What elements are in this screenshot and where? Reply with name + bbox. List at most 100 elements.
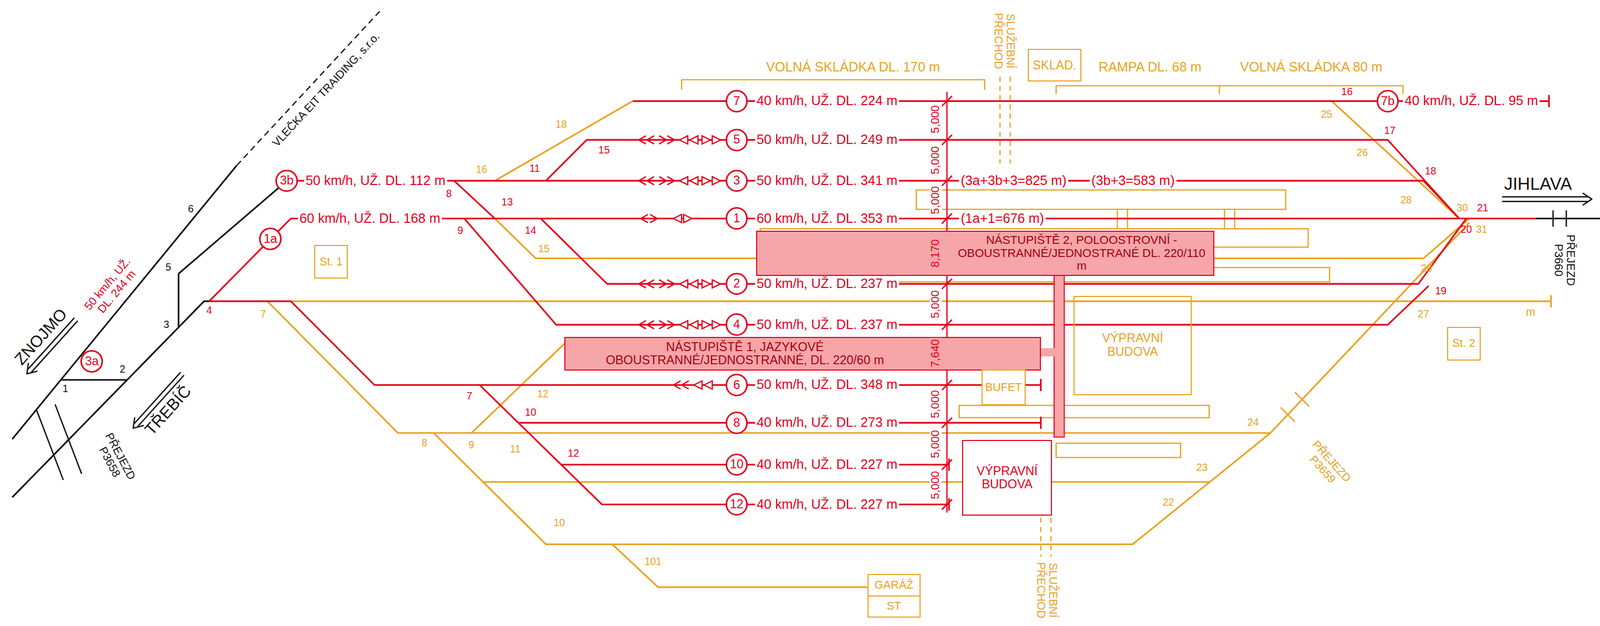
track-number-circle: 4 — [725, 313, 749, 336]
dimension: 5,000 — [929, 469, 942, 501]
switch-number: 24 — [1247, 417, 1259, 429]
box-text: VÝPRAVNÍ BUDOVA — [1078, 331, 1187, 359]
switch-number: 14 — [524, 224, 537, 236]
signal-chevron — [667, 176, 675, 185]
signal-chevron — [638, 135, 647, 144]
switch-number: 6 — [188, 203, 194, 215]
dimension: 5,000 — [929, 288, 942, 320]
track-line — [290, 300, 1551, 303]
switch-number: 19 — [1435, 285, 1447, 297]
track-number-circle: 7 — [725, 89, 749, 113]
switch-number: 18 — [555, 118, 567, 130]
switch-number: 16 — [476, 163, 488, 175]
switch-number: 8 — [446, 188, 452, 200]
signal-chevron — [667, 135, 675, 144]
track-label: 40 km/h, UŽ. DL. 95 m — [1402, 93, 1540, 109]
signal-triangle — [679, 135, 688, 144]
track-number: 1 — [733, 211, 741, 226]
switch-number: 10 — [524, 406, 537, 418]
buffer-stop — [1039, 416, 1042, 429]
track-line — [540, 218, 1467, 284]
signal-triangle — [702, 279, 711, 288]
signal-chevron — [649, 214, 658, 223]
track-line — [612, 544, 867, 588]
signal-chevron — [638, 320, 647, 329]
signal-chevron — [646, 135, 655, 144]
buffer-stop — [1039, 378, 1042, 391]
crossing-mark — [1565, 210, 1568, 227]
switch-number: 26 — [1356, 147, 1369, 159]
switch-number: 30 — [1456, 202, 1469, 214]
signal-chevron — [646, 320, 655, 329]
signal-chevron — [659, 320, 667, 329]
track-line — [482, 480, 1211, 483]
direction-arrowhead — [26, 363, 38, 375]
signal-chevron — [646, 279, 655, 288]
platform-outline — [958, 405, 1210, 418]
dimension-tick — [941, 417, 952, 428]
dimension-tick — [941, 278, 952, 289]
track-number: 4 — [733, 317, 741, 332]
signal-chevron — [641, 214, 649, 223]
platform-box: NÁSTUPIŠTĚ 2, POLOOSTROVNÍ - OBOUSTRANNÉ… — [756, 230, 1215, 276]
track-number: 7 — [733, 94, 741, 109]
switch-number: 12 — [568, 447, 580, 459]
signal-triangle — [694, 380, 703, 390]
track-label: (3a+3b+3=825 m) — [958, 173, 1068, 189]
track-line — [453, 180, 495, 219]
direction-label: TŘEBÍČ — [141, 382, 196, 439]
box-text: ST — [868, 595, 920, 617]
signal-triangle — [689, 279, 699, 288]
signal-chevron — [659, 135, 667, 144]
platform-walkway — [1038, 348, 1058, 357]
dimension: 5,000 — [929, 104, 942, 136]
switch-number: 11 — [510, 443, 521, 455]
track-label: 50 km/h, UŽ. DL. 237 m — [755, 317, 900, 333]
switch-number: 3 — [163, 318, 170, 330]
switch-number: 101 — [644, 555, 662, 567]
switch-number: 21 — [1477, 202, 1489, 214]
switch-number: 25 — [1320, 108, 1333, 120]
track-number-circle: 2 — [725, 272, 749, 296]
signal-chevron — [659, 176, 667, 185]
track-number: 2 — [733, 276, 741, 291]
signal-triangle — [673, 214, 683, 223]
crossing-label: PŘEJEZD P3660 — [1552, 229, 1577, 292]
track-label: 40 km/h, UŽ. DL. 273 m — [755, 415, 900, 430]
unit-label: m — [1525, 306, 1536, 319]
track-label: 50 km/h, UŽ. DL. 341 m — [755, 173, 900, 189]
signal-triangle — [679, 176, 688, 185]
box-text: SKLAD. — [1033, 58, 1077, 73]
track-line — [209, 218, 454, 302]
switch-number: 10 — [553, 517, 565, 529]
signal-chevron — [646, 176, 655, 185]
signal-triangle — [711, 279, 721, 288]
track-number: 10 — [729, 457, 744, 472]
signal-triangle — [689, 320, 699, 329]
walkway-label: SLUŽEBNÍ PŘECHOD — [1034, 554, 1060, 626]
siding-label: VLEČKA EIT TRAIDING, s.r.o. — [270, 30, 383, 150]
box-text: BUFET — [985, 381, 1023, 394]
track-label: 60 km/h, UŽ. DL. 168 m — [297, 211, 442, 226]
box-text: St. 2 — [1452, 337, 1476, 350]
switch-number: 13 — [501, 196, 513, 208]
crossing-mark — [1294, 391, 1309, 407]
track-number: 7b — [1380, 94, 1395, 109]
track-line — [453, 180, 1460, 219]
dimension-tick — [941, 175, 952, 186]
switch-number: 12 — [537, 388, 549, 400]
signal-triangle — [711, 135, 721, 144]
signal-chevron — [673, 380, 681, 390]
switch-number: 28 — [1400, 194, 1412, 206]
switch-number: 9 — [468, 439, 475, 451]
dimension-line — [946, 91, 948, 513]
box-text: St. 1 — [319, 255, 343, 268]
buffer-stop — [947, 458, 950, 471]
box-text: NÁSTUPIŠTĚ 1, JAZYKOVÉ OBOUSTRANNÉ/JEDNO… — [571, 340, 919, 368]
bracket-label: VOLNÁ SKLÁDKA DL. 170 m — [766, 59, 941, 75]
direction-label: ZNOJMO — [11, 305, 71, 369]
track-number-circle: 8 — [725, 411, 749, 435]
signal-chevron — [667, 279, 675, 288]
signal-triangle — [689, 176, 699, 185]
track-label: 50 km/h, UŽ. DL. 237 m — [755, 276, 900, 292]
